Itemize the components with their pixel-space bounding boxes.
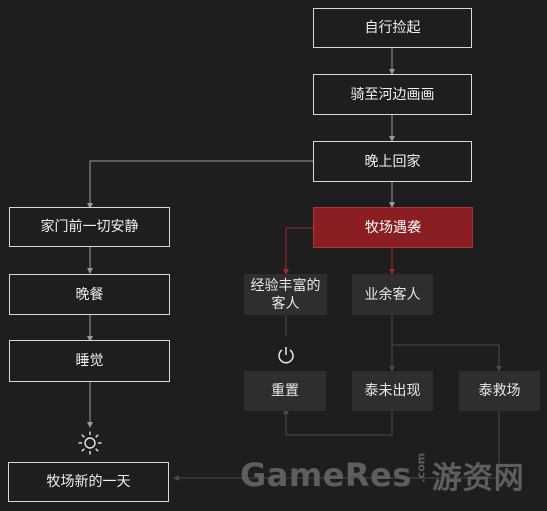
edge-home-quiet bbox=[87, 160, 314, 209]
edge-tai-rescue-new-day bbox=[173, 411, 500, 481]
node-home-evening: 晚上回家 bbox=[313, 141, 472, 182]
node-new-day: 牧场新的一天 bbox=[8, 462, 169, 502]
sun-icon bbox=[77, 430, 103, 460]
edge-attack-experienced bbox=[283, 227, 314, 275]
edge-amateur-tai-rescue bbox=[392, 344, 502, 372]
node-quiet: 家门前一切安静 bbox=[9, 207, 170, 247]
node-tai-rescue: 泰救场 bbox=[459, 371, 540, 411]
power-icon bbox=[276, 345, 296, 369]
node-amateur-guest: 业余客人 bbox=[352, 274, 433, 315]
watermark-en: GameRes bbox=[240, 456, 412, 494]
node-tai-absent: 泰未出现 bbox=[352, 371, 433, 411]
watermark: GameRes .com 游资网 bbox=[240, 452, 525, 496]
edge-tai-absent-reset bbox=[283, 408, 393, 436]
watermark-cn: 游资网 bbox=[431, 461, 525, 496]
node-ranch-attack: 牧场遇袭 bbox=[313, 207, 473, 248]
node-ride: 骑至河边画画 bbox=[313, 74, 472, 115]
node-experienced-guest: 经验丰富的客人 bbox=[244, 274, 327, 315]
node-pickup: 自行捡起 bbox=[313, 8, 472, 48]
node-sleep: 睡觉 bbox=[9, 340, 170, 382]
node-reset: 重置 bbox=[244, 371, 326, 411]
watermark-com: .com bbox=[414, 452, 428, 482]
node-dinner: 晚餐 bbox=[9, 274, 170, 315]
